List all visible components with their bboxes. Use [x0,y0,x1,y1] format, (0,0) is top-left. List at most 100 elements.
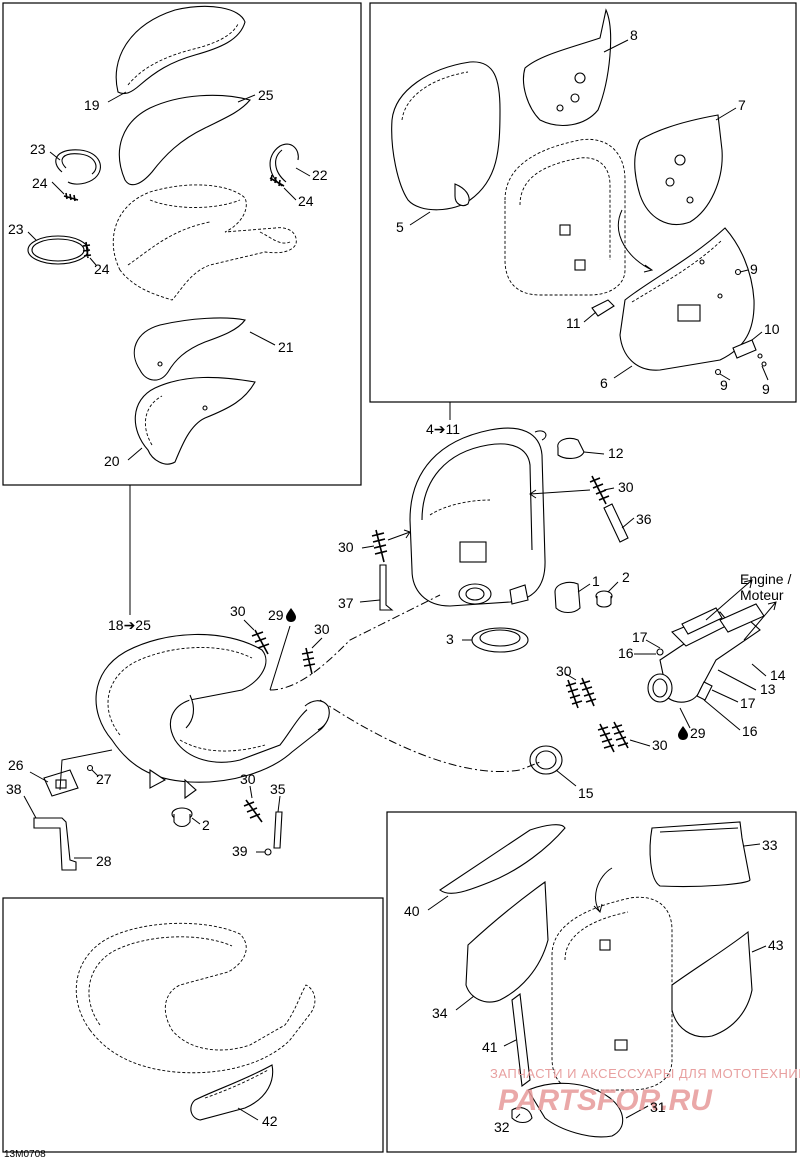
leader-12 [583,451,605,455]
spring-30-right-muffler [589,475,610,505]
springs-30-manifold-upper [565,677,597,709]
callout-30-manifold-lower: 30 [652,737,668,753]
leader-9c [761,365,769,381]
heat-shield-20 [134,376,256,465]
leader-38 [23,795,37,819]
expansion-chamber-outline [75,922,316,1074]
leader-14 [751,663,767,677]
insulator-40 [439,824,566,894]
leader-23a [49,151,61,161]
callout-30-manifold-upper: 30 [556,663,572,679]
leader-29b [679,707,691,729]
callout-16-lower: 16 [742,723,758,739]
bracket-35 [273,811,283,849]
leader-33 [743,843,761,847]
inset-box-expansion-chamber-covers [2,2,362,486]
callout-32: 32 [494,1119,510,1135]
guard-42 [190,1064,274,1121]
leader-2a [607,581,619,593]
callout-39: 39 [232,843,248,859]
clamp-22 [269,143,299,187]
install-arrow [617,209,654,273]
leader-30b [603,487,615,491]
muffler-shield-5 [391,61,501,211]
mount-line [59,749,113,791]
inset-box-chamber-guard [2,897,384,1153]
leader-2b [191,817,201,825]
callout-25-top: 25 [258,87,274,103]
leader-11 [583,311,597,323]
leader-13 [717,669,757,691]
leader-30e [629,739,651,747]
leader-30c [361,545,375,549]
callout-17-upper: 17 [632,629,648,645]
springs-30-manifold-lower [597,721,629,753]
callout-35: 35 [270,781,286,797]
bracket-11 [591,299,615,317]
engine-label-line2: Moteur [740,587,784,603]
leader-36 [621,517,635,529]
muffler-inset [504,138,626,296]
insulator-34 [465,880,549,1003]
heat-shield-25 [118,94,251,186]
callout-30-muffler-right: 30 [618,479,634,495]
callout-4-to-11: 4➔11 [426,421,460,437]
callout-26: 26 [8,757,24,773]
leader-5 [409,211,431,226]
callout-34: 34 [432,1005,448,1021]
callout-23-lower: 23 [8,221,24,237]
callout-30-chamber-upper: 30 [230,603,246,619]
engine-arrow-2 [743,601,777,641]
callout-20: 20 [104,453,120,469]
leader-27 [91,769,99,777]
leader-30-to-muffler [529,489,591,499]
callout-24-upper-right: 24 [298,193,314,209]
callout-1: 1 [592,573,600,589]
leader-22 [295,167,311,177]
callout-31: 31 [650,1099,666,1115]
callout-33: 33 [762,837,778,853]
callout-13: 13 [760,681,776,697]
leader-17a [645,639,661,649]
exhaust-manifold-13 [647,611,761,703]
insulator-7 [634,114,723,226]
leader-20 [127,447,143,461]
leader-17b [711,689,739,703]
inset-box-muffler-insulation [386,811,797,1153]
leader-21 [249,331,276,346]
callout-24-lower: 24 [94,261,110,277]
callout-29-manifold: 29 [690,725,706,741]
callout-41: 41 [482,1039,498,1055]
insulator-8 [522,8,612,126]
leader-31 [625,1105,649,1119]
leader-7 [715,107,737,121]
leader-19 [107,91,127,103]
callout-2-lower: 2 [202,817,210,833]
plate-10 [732,339,757,359]
leader-30d [565,673,577,681]
leader-16b [703,699,741,731]
callout-5: 5 [396,219,404,235]
leader-43 [751,945,767,953]
leader-9a [739,269,749,273]
leader-37 [359,599,381,603]
callout-7: 7 [738,97,746,113]
spring-24b [269,174,285,187]
callout-2-upper: 2 [622,569,630,585]
leader-30-to-muffler-left [387,529,411,541]
callout-30-chamber-lower: 30 [240,771,256,787]
seal-ring-15 [529,745,563,775]
routing-line-chamber-to-muffler [269,594,441,691]
leader-9b [719,373,731,381]
inset-box-muffler-shields [369,2,797,403]
leader-24c [89,257,97,266]
spring-30-chamber-right [301,647,316,675]
watermark-brand: PARTSFOR.RU [498,1084,713,1117]
callout-40: 40 [404,903,420,919]
callout-16-upper: 16 [618,645,634,661]
muffler-outline-inset [551,896,673,1091]
leader-1 [577,583,591,593]
leader-15 [555,769,577,787]
install-arrow-bottom [593,867,613,913]
callout-9-bottom-right: 9 [762,381,770,397]
